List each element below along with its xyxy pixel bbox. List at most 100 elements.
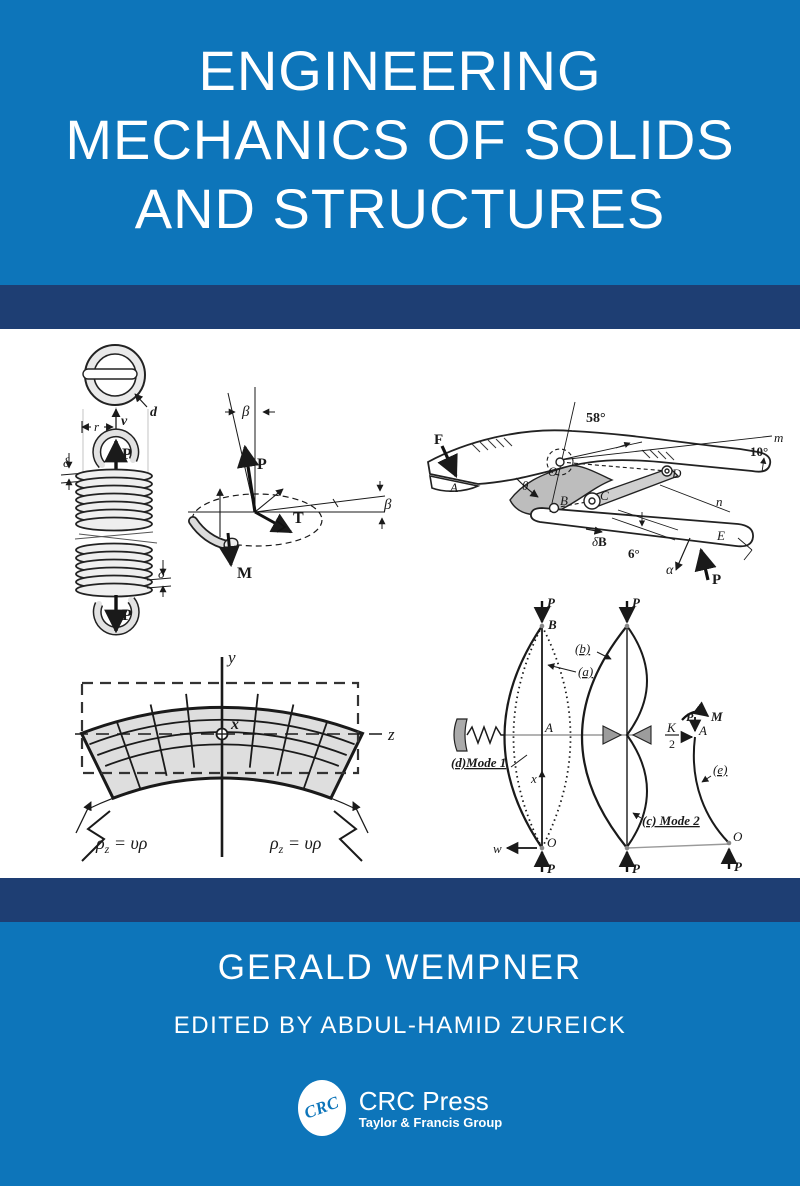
label-p-top-1: P	[547, 595, 556, 610]
label-beta-right: β	[383, 497, 392, 513]
crc-logo-icon: CRC	[297, 1080, 346, 1136]
label-curve-b: (b)	[575, 641, 590, 656]
spring-wire-torus-top-view	[82, 344, 148, 408]
label-m-vector: M	[237, 565, 252, 582]
edited-by-line: EDITED BY ABDUL-HAMID ZUREICK	[173, 1012, 627, 1039]
dashed-undeformed-rect	[80, 681, 360, 775]
label-point-o: O	[548, 464, 558, 479]
label-m: M	[710, 709, 723, 724]
right-radius-callout	[333, 801, 369, 862]
construction-lines	[549, 401, 773, 561]
label-angle-6: 6°	[628, 546, 640, 561]
label-w: w	[493, 841, 502, 856]
label-rho-right: ρz = υρ	[269, 833, 322, 856]
rho-left-eq: = υρ	[109, 833, 147, 853]
top-blue-band	[0, 0, 800, 285]
label-p-bottom: P	[122, 607, 132, 624]
rho-right-symbol: ρ	[269, 833, 279, 853]
label-coord-x: x	[530, 771, 537, 786]
label-point-a-3: A	[698, 723, 707, 738]
label-delta-b: δB	[592, 534, 607, 549]
rho-left-sub: z	[104, 842, 110, 856]
publisher-name: CRC Press	[358, 1085, 489, 1116]
grid-radials	[115, 693, 329, 790]
label-force-f: F	[434, 432, 443, 448]
delta-b-b: B	[598, 534, 607, 549]
force-f-arrow	[437, 445, 458, 479]
x-origin-symbol	[215, 727, 229, 741]
label-p-top-2: P	[632, 595, 641, 610]
label-point-b: B	[560, 493, 568, 508]
label-beta-top: β	[241, 404, 250, 420]
gray-reference-lines	[505, 734, 731, 849]
navy-strip-upper	[0, 285, 800, 329]
reference-lines	[188, 387, 386, 513]
publisher-text: CRC Press Taylor & Francis Group	[359, 1087, 503, 1130]
label-point-a: A	[449, 480, 458, 495]
rho-left-symbol: ρ	[95, 833, 105, 853]
lower-handle	[530, 467, 754, 548]
spring-upper-coil	[75, 468, 153, 532]
label-point-c: C	[600, 488, 609, 503]
publisher-logo: CRC CRC Press Taylor & Francis Group	[0, 1080, 800, 1136]
title-line-3: AND STRUCTURES	[134, 177, 666, 240]
label-delta-right: δ	[158, 567, 165, 582]
r-dimension	[81, 421, 114, 433]
column-2	[581, 601, 652, 872]
title-line-2: MECHANICS OF SOLIDS	[65, 108, 735, 171]
label-point-d: D	[671, 466, 682, 481]
label-alpha: α	[666, 563, 674, 578]
label-wire-diameter: d	[150, 405, 158, 420]
dashed-rotation-ellipse	[191, 493, 323, 547]
label-k: K	[666, 720, 677, 735]
label-p-vector: P	[257, 456, 267, 473]
label-angle-10: 10°	[750, 444, 768, 459]
spring-break-lines	[74, 531, 158, 544]
hatching-marks	[471, 437, 675, 461]
label-axis-y: y	[226, 648, 236, 667]
label-p-bottom-1: P	[547, 861, 556, 876]
label-mode-2: (c) Mode 2	[642, 813, 700, 828]
label-r: r	[94, 419, 100, 434]
label-rho-left: ρz = υρ	[95, 833, 148, 856]
p-vector	[236, 444, 260, 513]
label-theta: θ	[522, 478, 529, 493]
m-vector	[218, 532, 240, 568]
wire-segment	[188, 516, 239, 551]
figure-wire-vectors: β β P T M	[185, 385, 400, 585]
book-title: ENGINEERING MECHANICS OF SOLIDS AND STRU…	[0, 36, 800, 243]
label-point-e: E	[716, 528, 725, 543]
author-name: GERALD WEMPNER	[217, 948, 583, 987]
label-curve-e: (e)	[713, 762, 727, 777]
label-p-mid: P	[686, 710, 694, 724]
spring-top-hook	[92, 428, 140, 473]
label-point-o-3: O	[733, 829, 743, 844]
label-curve-a: (a)	[578, 664, 593, 679]
delta-b-delta: δ	[592, 534, 599, 549]
column-3	[665, 701, 738, 869]
figure-helical-spring: d v r P δ δ	[55, 335, 200, 650]
left-radius-callout	[75, 801, 111, 862]
label-v: v	[121, 414, 128, 429]
label-two: 2	[669, 737, 675, 751]
upper-body	[427, 429, 772, 516]
label-p-bottom-3: P	[734, 859, 743, 874]
navy-strip-lower	[0, 878, 800, 922]
label-axis-n: n	[716, 494, 723, 509]
figure-pliers-mechanism: F A 58° O θ B C D m 10° n E δB 6° α P	[420, 400, 795, 605]
label-force-p: P	[712, 572, 721, 588]
bottom-blue-band	[0, 922, 800, 1186]
delta-right-ticks	[146, 560, 172, 597]
label-mode-1: (d)Mode 1	[451, 755, 506, 770]
label-p-top: P	[122, 446, 132, 463]
spring-lower-coil	[75, 542, 153, 598]
pivots	[548, 457, 673, 514]
thin-vectors	[216, 488, 284, 537]
title-line-1: ENGINEERING	[198, 39, 602, 102]
t-vector	[254, 510, 293, 534]
label-axis-z: z	[387, 725, 395, 744]
dashed-links	[546, 448, 668, 509]
force-p-arrow	[694, 547, 717, 581]
column-1	[453, 601, 577, 872]
label-t-vector: T	[293, 510, 304, 527]
